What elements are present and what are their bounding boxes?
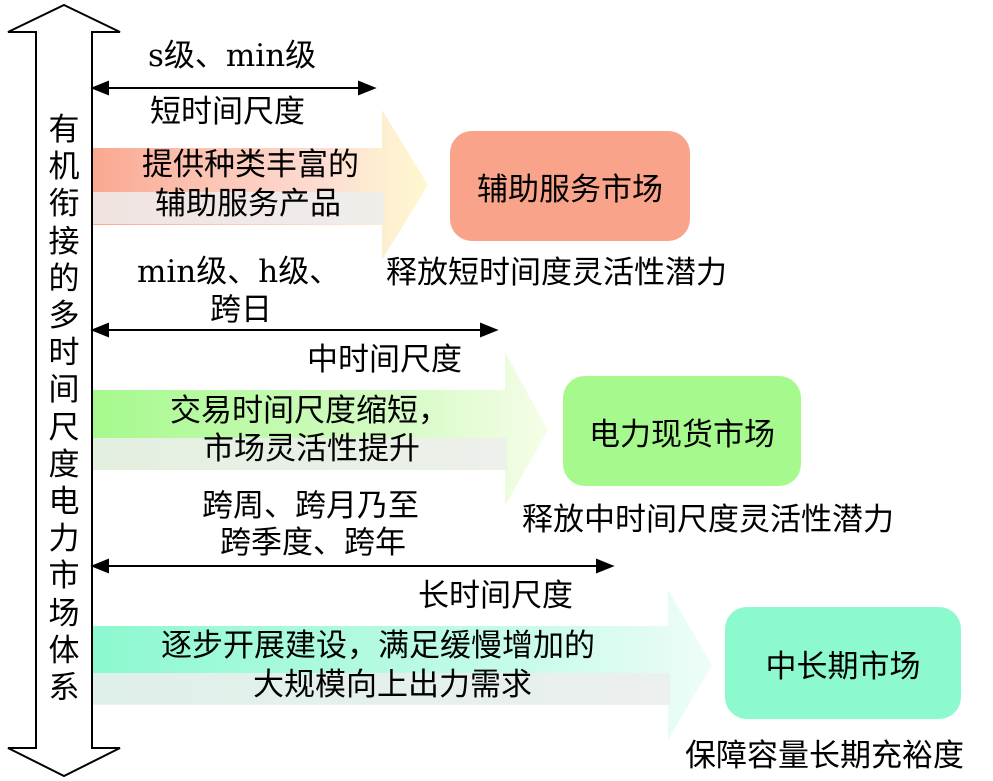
scale-arrow-medium <box>90 322 499 338</box>
granularity-medium-line1: min级、h级、 <box>137 254 341 290</box>
scale-label-short: 短时间尺度 <box>150 94 305 130</box>
effect-long: 保障容量长期充裕度 <box>685 738 964 774</box>
side-label: 有机衔接的多时间尺度电力市场体系 <box>48 112 80 707</box>
market-box-spot: 电力现货市场 <box>563 376 801 486</box>
scale-label-medium: 中时间尺度 <box>307 342 462 378</box>
feature-medium-line2: 市场灵活性提升 <box>203 431 420 467</box>
market-label-ancillary: 辅助服务市场 <box>477 171 663 208</box>
block-arrow-long <box>92 590 712 740</box>
feature-medium-line1: 交易时间尺度缩短， <box>170 393 449 429</box>
scale-label-long: 长时间尺度 <box>418 578 573 614</box>
market-label-midlong: 中长期市场 <box>765 648 921 685</box>
feature-short-line2: 辅助服务产品 <box>155 186 341 222</box>
effect-short: 释放短时间度灵活性潜力 <box>386 255 727 291</box>
feature-long-line2: 大规模向上出力需求 <box>253 667 532 703</box>
scale-arrow-long <box>90 558 615 574</box>
feature-long-line1: 逐步开展建设，满足缓慢增加的 <box>161 628 595 664</box>
feature-short-line1: 提供种类丰富的 <box>142 147 359 183</box>
market-box-ancillary: 辅助服务市场 <box>450 131 690 241</box>
block-arrow-medium <box>92 352 548 506</box>
block-arrow-short <box>92 110 428 260</box>
scale-arrow-short <box>90 80 377 96</box>
market-label-spot: 电力现货市场 <box>589 416 775 453</box>
vertical-double-arrow <box>7 3 121 778</box>
granularity-short: s级、min级 <box>148 38 317 74</box>
effect-medium: 释放中时间尺度灵活性潜力 <box>522 502 894 538</box>
granularity-long-line1: 跨周、跨月乃至 <box>202 488 419 524</box>
market-box-midlong: 中长期市场 <box>725 607 961 719</box>
granularity-long-line2: 跨季度、跨年 <box>220 525 406 561</box>
granularity-medium-line2: 跨日 <box>210 292 272 328</box>
